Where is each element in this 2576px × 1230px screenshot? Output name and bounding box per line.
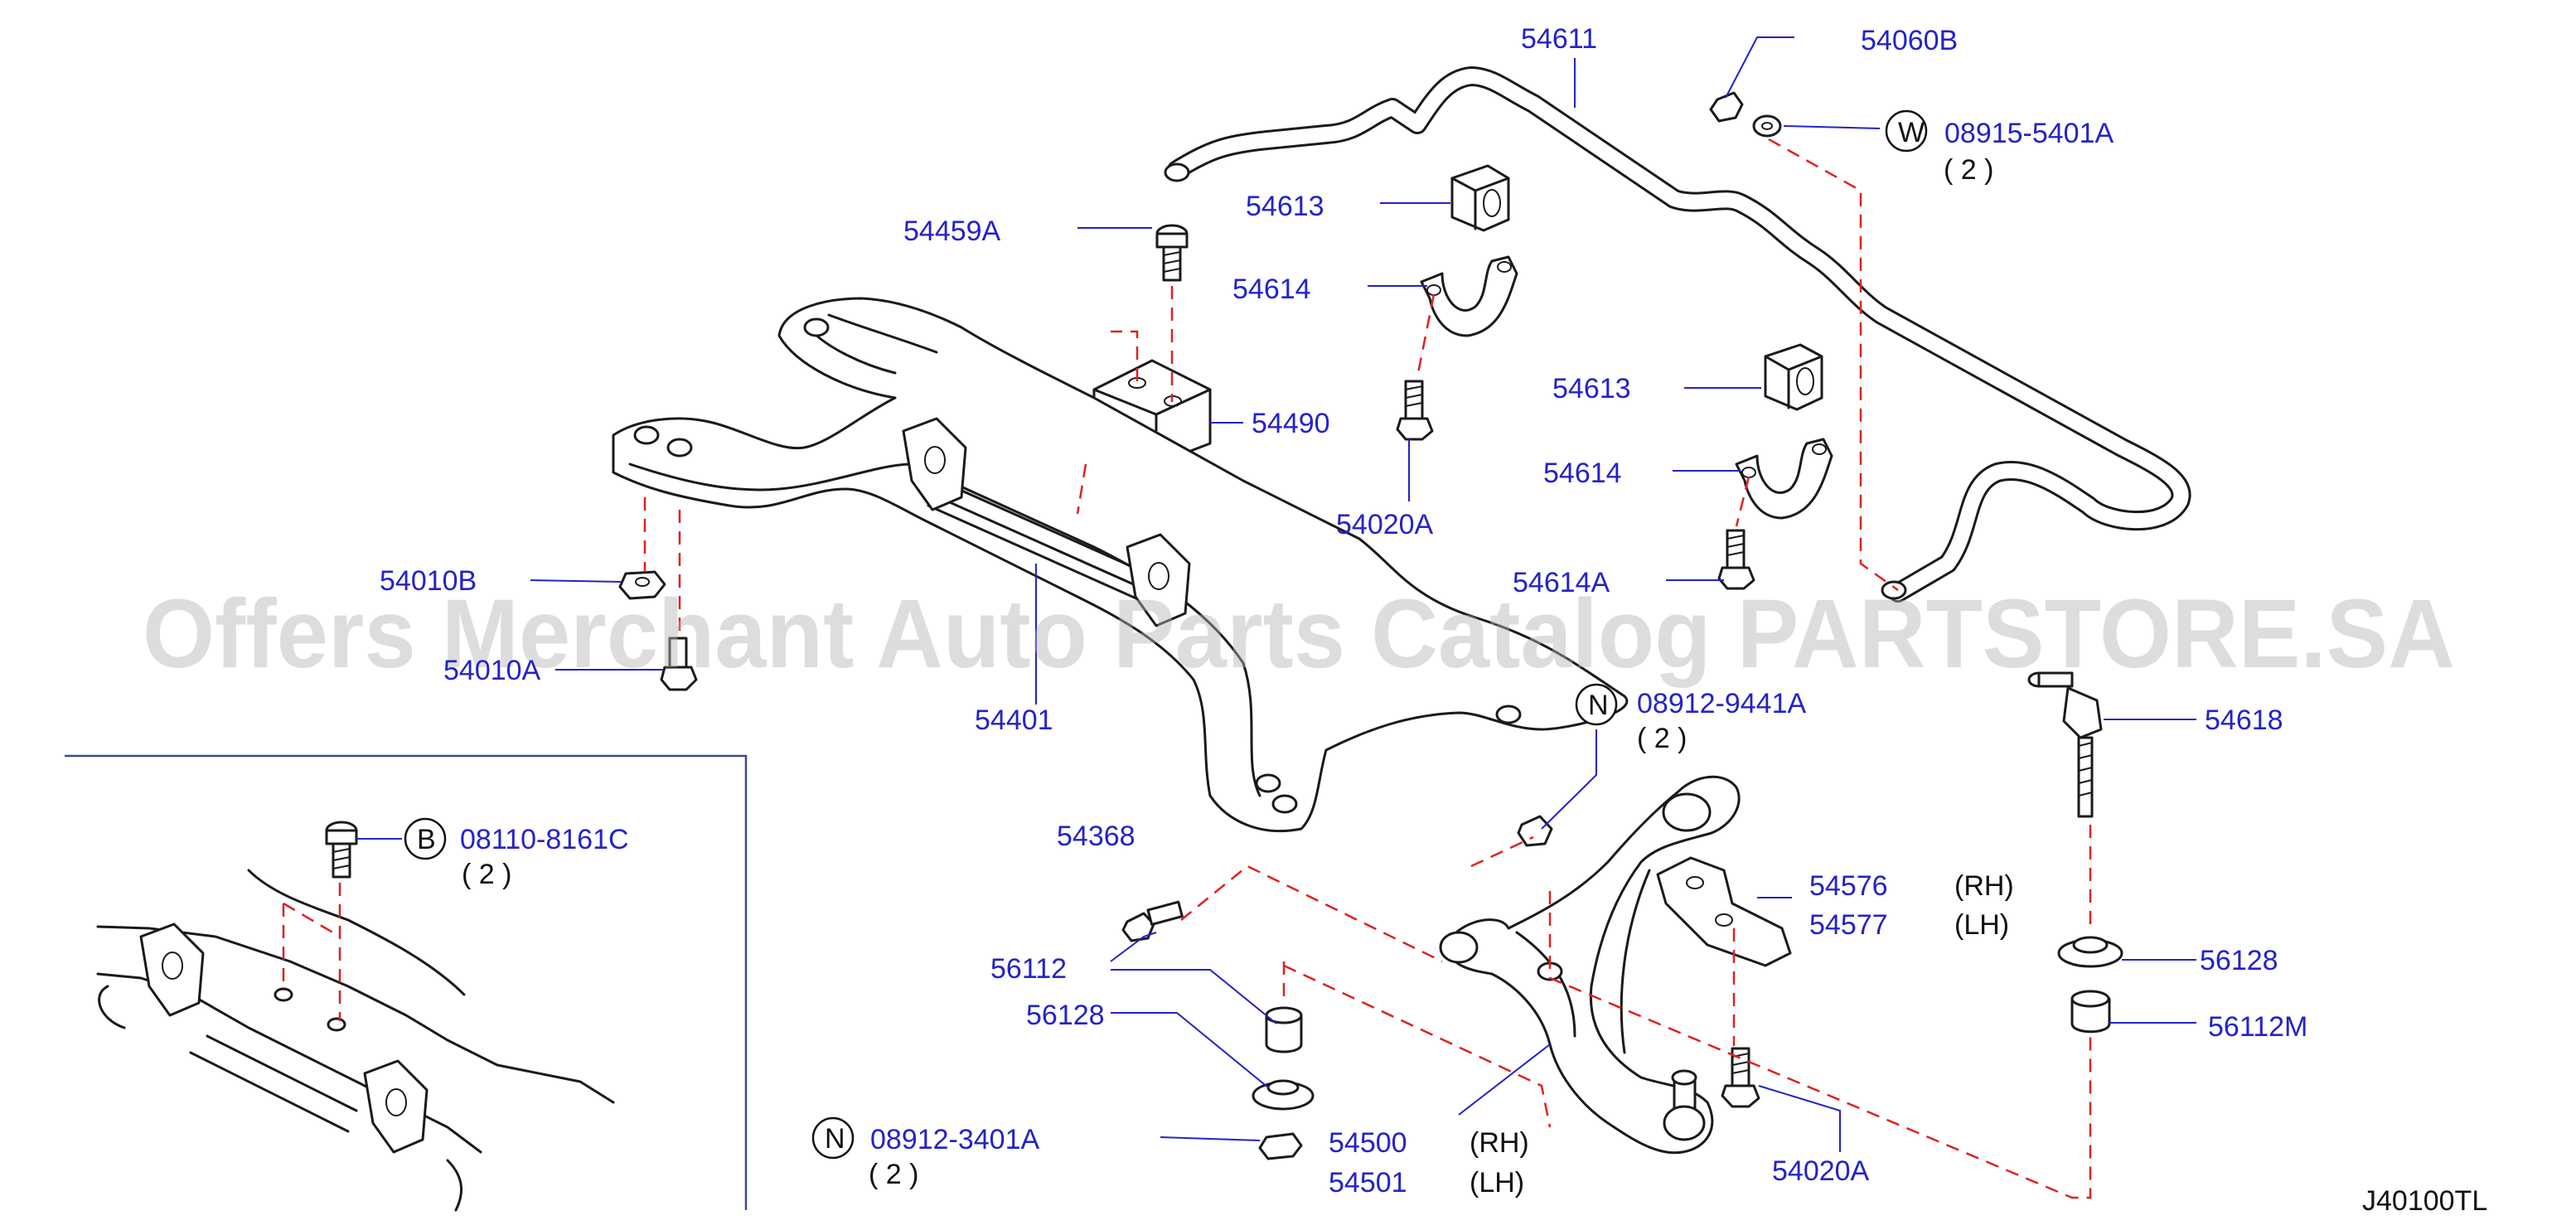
label-lh-54577: (LH) bbox=[1954, 909, 2009, 941]
bolt-54614a bbox=[1717, 529, 1755, 590]
symbol-n-lower: N bbox=[825, 1123, 845, 1155]
n-symbol-circle-lower bbox=[811, 1116, 855, 1160]
label-08912-3401a: 08912-3401A bbox=[870, 1124, 1040, 1155]
label-54577: 54577 bbox=[1809, 909, 1888, 941]
bracket-54614-upper bbox=[1420, 255, 1518, 337]
bracket-54576-54577 bbox=[1656, 856, 1792, 967]
diagram-code: J40100TL bbox=[2362, 1185, 2487, 1217]
label-54020a-upper: 54020A bbox=[1336, 509, 1434, 540]
bolt-54459a bbox=[1155, 224, 1189, 282]
bushing-56112m bbox=[2070, 990, 2111, 1034]
label-54576: 54576 bbox=[1809, 870, 1888, 902]
stabilizer-bar bbox=[1164, 66, 2191, 603]
label-54501: 54501 bbox=[1329, 1167, 1407, 1199]
label-08110-8161c: 08110-8161C bbox=[460, 824, 629, 855]
label-54614-lower: 54614 bbox=[1543, 458, 1622, 489]
bolt-08110-8161c bbox=[325, 821, 358, 879]
nut-08912-9441a bbox=[1517, 815, 1553, 847]
label-54618: 54618 bbox=[2205, 705, 2283, 736]
label-56128-right: 56128 bbox=[2200, 945, 2278, 976]
label-08915-5401a: 08915-5401A bbox=[1944, 118, 2114, 149]
bolt-54368 bbox=[1121, 900, 1184, 942]
bushing-56112 bbox=[1265, 1006, 1303, 1053]
label-54500: 54500 bbox=[1329, 1127, 1407, 1159]
bushing-56128-left bbox=[1252, 1079, 1315, 1111]
label-54490: 54490 bbox=[1252, 408, 1330, 439]
watermark-text: Offers Merchant Auto Parts Catalog PARTS… bbox=[143, 579, 2455, 689]
bushing-54613-upper bbox=[1450, 164, 1510, 232]
qty-08912-9441a: ( 2 ) bbox=[1637, 723, 1687, 754]
label-54614a: 54614A bbox=[1513, 567, 1610, 598]
nut-54060b bbox=[1709, 91, 1782, 138]
label-rh-54500: (RH) bbox=[1470, 1127, 1529, 1159]
label-54010b: 54010B bbox=[380, 565, 477, 597]
nut-54010b bbox=[618, 570, 666, 600]
label-08912-9441a: 08912-9441A bbox=[1637, 688, 1807, 719]
label-54020a-lower: 54020A bbox=[1772, 1155, 1870, 1187]
label-54611: 54611 bbox=[1521, 23, 1597, 55]
alignment-lines bbox=[282, 138, 2092, 1199]
crossmember-54401 bbox=[612, 297, 1629, 833]
label-lh-54501: (LH) bbox=[1470, 1167, 1524, 1199]
label-54614-upper: 54614 bbox=[1232, 274, 1311, 305]
n-symbol-circle-upper bbox=[1575, 683, 1618, 726]
label-56112m: 56112M bbox=[2208, 1011, 2307, 1043]
leader-lines bbox=[356, 36, 2196, 1152]
b-symbol-circle bbox=[404, 817, 447, 860]
bolt-54020a-upper bbox=[1396, 380, 1434, 441]
symbol-b: B bbox=[417, 824, 436, 855]
qty-08110-8161c: ( 2 ) bbox=[462, 859, 511, 890]
bracket-54614-lower bbox=[1735, 438, 1833, 520]
label-54613-upper: 54613 bbox=[1246, 191, 1324, 222]
symbol-n-upper: N bbox=[1588, 690, 1609, 721]
qty-08912-3401a: ( 2 ) bbox=[869, 1159, 918, 1190]
symbol-w: W bbox=[1898, 117, 1925, 148]
qty-08915-5401a: ( 2 ) bbox=[1944, 154, 1993, 186]
bushing-56128-right bbox=[2057, 936, 2123, 968]
label-54368: 54368 bbox=[1057, 821, 1135, 852]
label-54060b: 54060B bbox=[1861, 25, 1958, 56]
label-54613-lower: 54613 bbox=[1552, 373, 1631, 404]
label-54459a: 54459A bbox=[903, 215, 1001, 247]
nut-08912-3401a bbox=[1258, 1132, 1303, 1160]
bushing-54613-lower bbox=[1764, 343, 1823, 411]
label-54401: 54401 bbox=[975, 705, 1053, 736]
stabilizer-link-54618 bbox=[2027, 671, 2103, 818]
bolt-54020a-lower bbox=[1721, 1047, 1760, 1108]
label-54010a: 54010A bbox=[443, 655, 541, 686]
w-symbol-circle bbox=[1885, 109, 1928, 153]
label-56128-left: 56128 bbox=[1026, 1000, 1105, 1031]
transverse-link-54500 bbox=[1439, 775, 1741, 1155]
label-56112: 56112 bbox=[990, 953, 1067, 985]
inset-panel bbox=[65, 754, 748, 1212]
label-rh-54576: (RH) bbox=[1954, 870, 2014, 902]
bolt-54010a bbox=[660, 637, 698, 691]
